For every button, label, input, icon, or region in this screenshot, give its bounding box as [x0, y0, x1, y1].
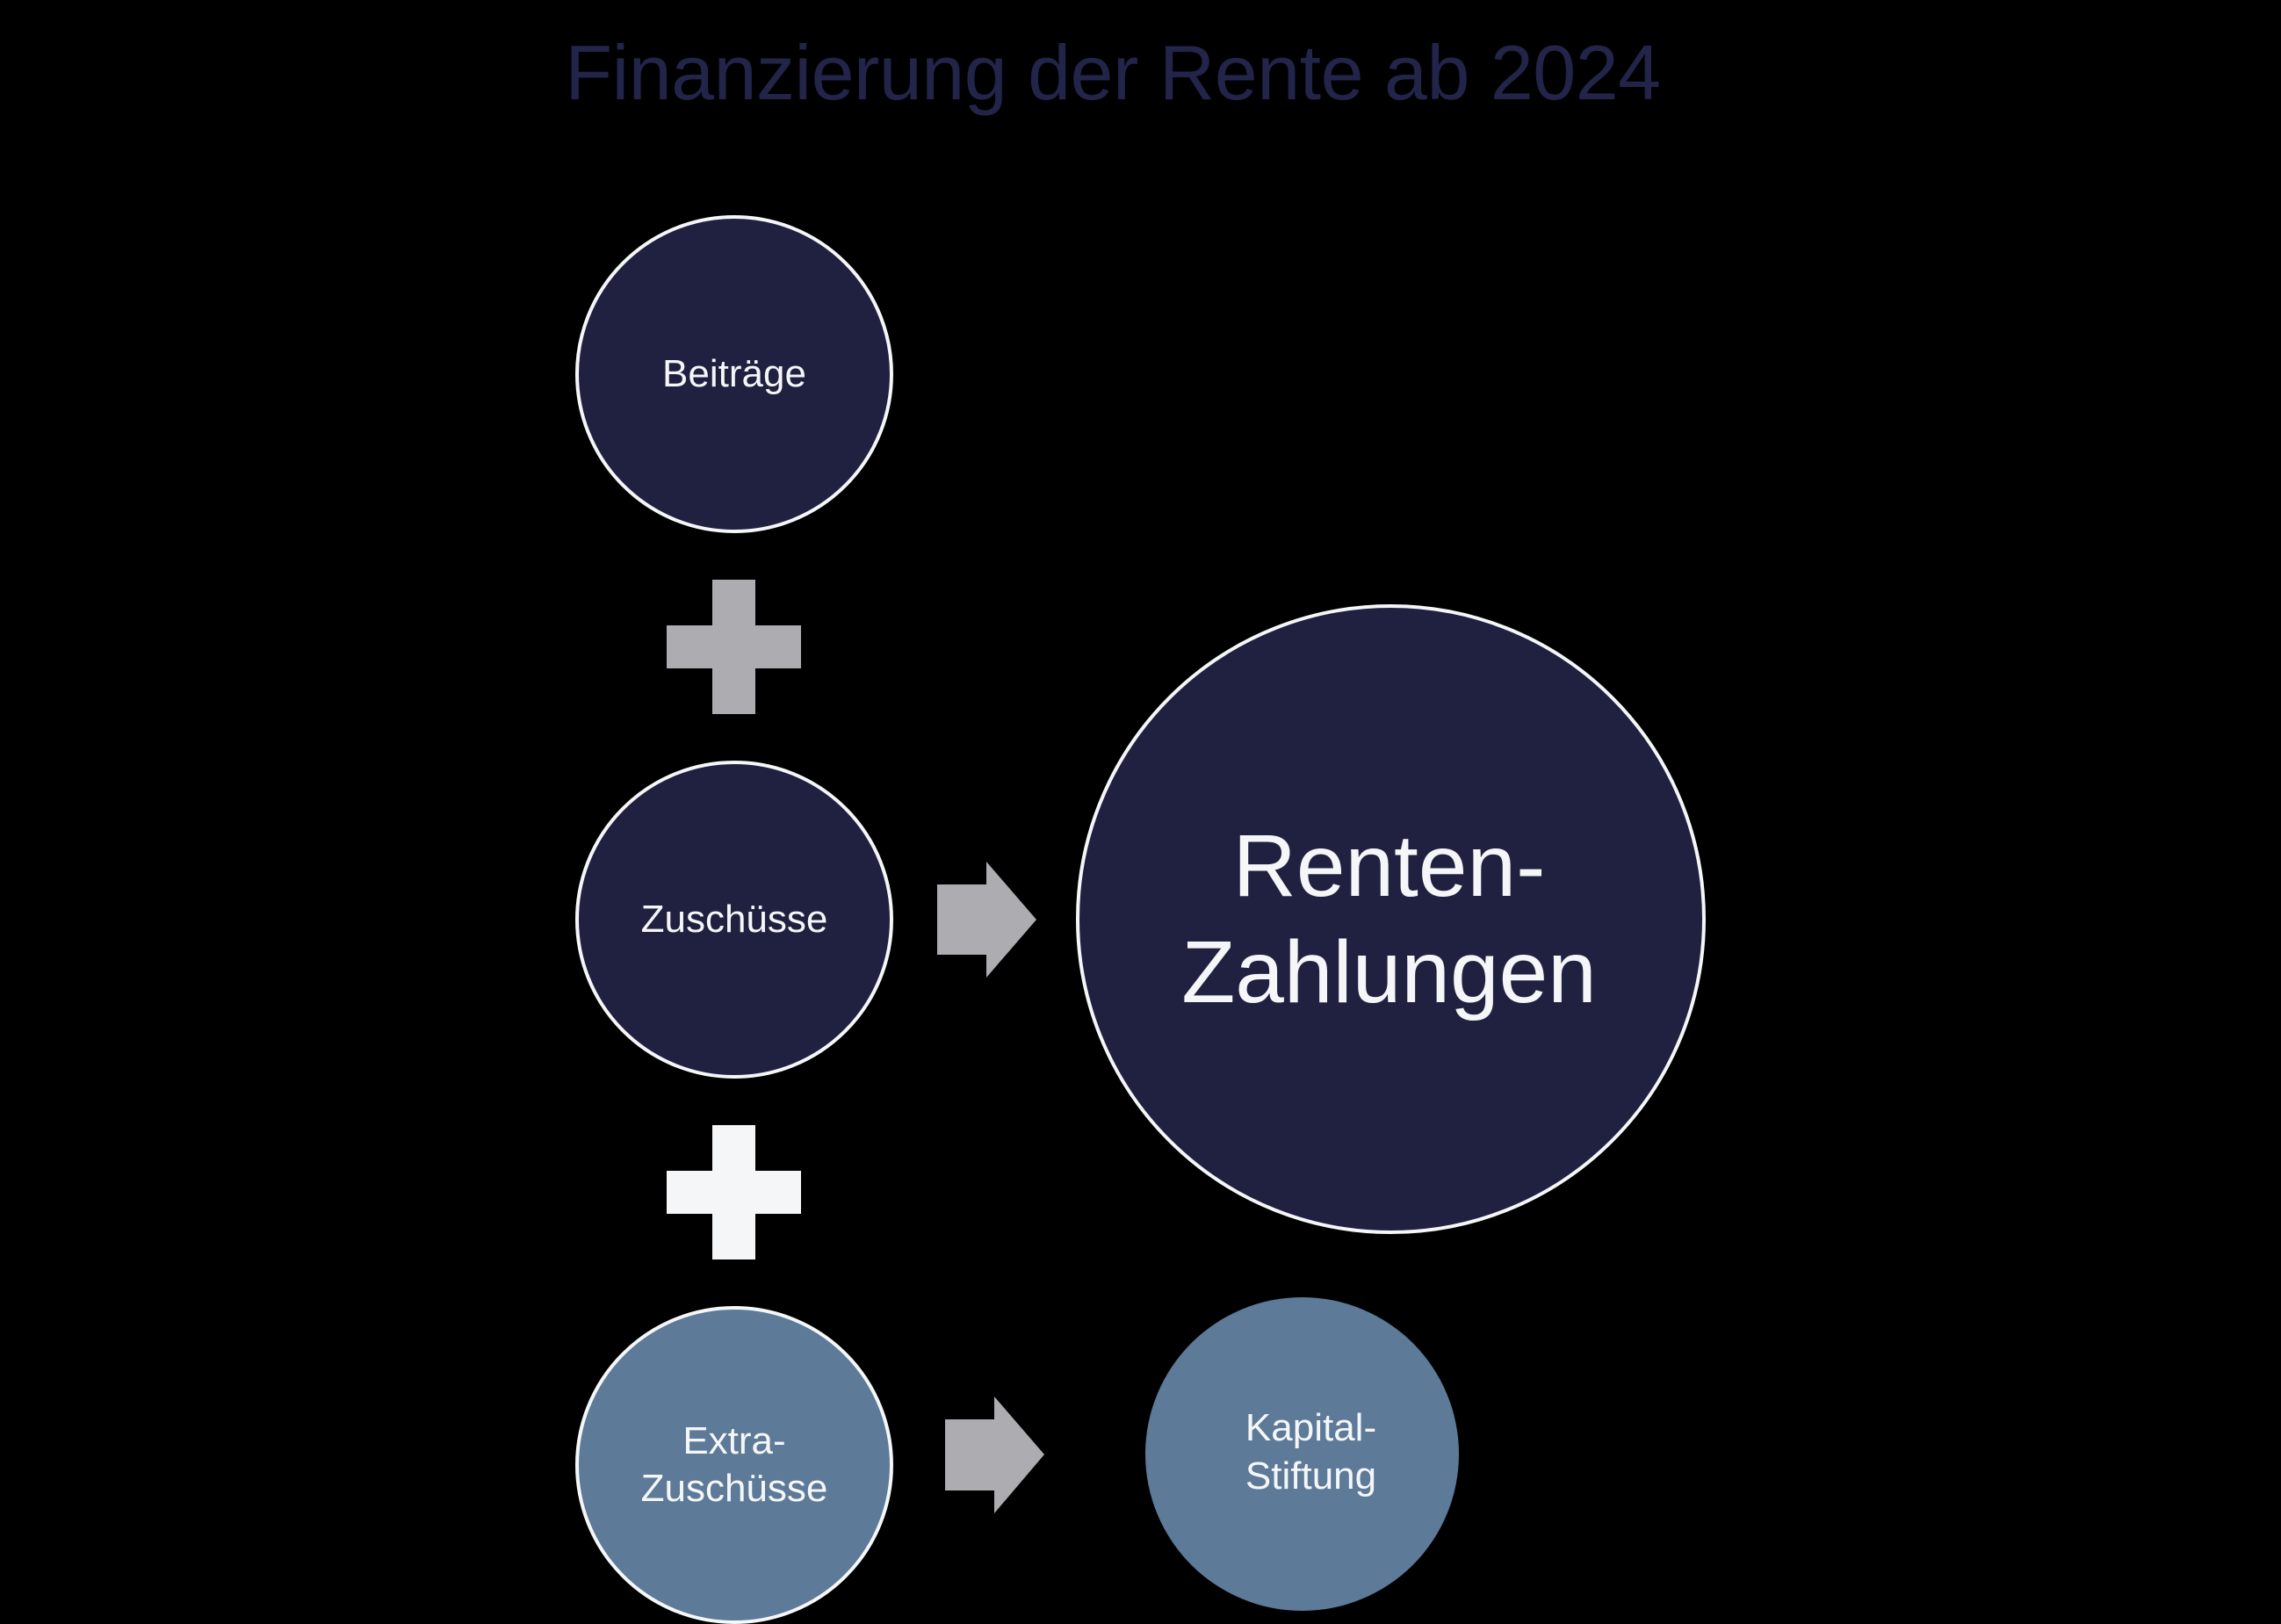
node-extra-zuschuesse: Extra- Zuschüsse — [575, 1306, 893, 1624]
plus-icon — [667, 1125, 801, 1260]
node-label-line2: Zahlungen — [1181, 922, 1597, 1021]
node-label-line2: Zuschüsse — [640, 1467, 828, 1510]
node-label-line1: Kapital- — [1245, 1405, 1377, 1449]
arrow-right-icon — [937, 862, 1037, 978]
node-zuschuesse: Zuschüsse — [575, 761, 893, 1079]
node-label: Renten- Zahlungen — [1181, 813, 1597, 1026]
node-label-line2: Stiftung — [1245, 1454, 1377, 1498]
node-label: Extra- Zuschüsse — [641, 1418, 828, 1512]
node-beitraege: Beiträge — [575, 215, 893, 533]
plus-horizontal-bar — [667, 1171, 801, 1214]
node-label-line1: Renten- — [1232, 816, 1546, 915]
node-renten-zahlungen: Renten- Zahlungen — [1076, 604, 1706, 1234]
node-label-line1: Extra- — [682, 1419, 786, 1462]
diagram-title: Finanzierung der Rente ab 2024 — [565, 29, 1661, 116]
arrow-right-icon — [945, 1397, 1045, 1514]
plus-icon — [667, 580, 801, 714]
node-label: Beiträge — [662, 352, 806, 395]
node-label: Zuschüsse — [640, 898, 828, 941]
node-label: Kapital- Stiftung — [1245, 1404, 1376, 1500]
plus-horizontal-bar — [667, 625, 801, 668]
node-kapital-stiftung: Kapital- Stiftung — [1145, 1297, 1459, 1611]
